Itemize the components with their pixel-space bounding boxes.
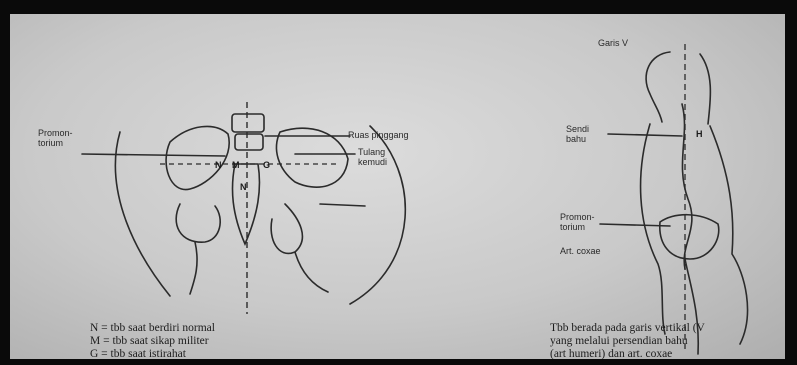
label-tulang-kemudi: Tulang kemudi [358, 147, 387, 167]
anatomy-illustration [10, 14, 785, 359]
body-back [710, 126, 748, 344]
caption-line-1: Tbb berada pada garis vertikal (V [550, 322, 705, 335]
caption-line-3: (art humeri) dan art. coxae [550, 348, 672, 359]
label-sendi-bahu: Sendi bahu [566, 124, 589, 144]
leader-femur [320, 204, 365, 206]
femur-left [190, 242, 197, 294]
caption-line-2: yang melalui persendian bahu [550, 335, 688, 348]
lumbar-vertebra [232, 114, 264, 132]
label-promontorium-right: Promon- torium [560, 212, 595, 232]
legend-g: G = tbb saat istirahat [90, 348, 186, 359]
head-profile [646, 52, 670, 122]
label-n: N [215, 160, 222, 170]
sacrum [232, 164, 259, 244]
body-front [641, 124, 665, 334]
pelvis-wing-right [276, 128, 348, 187]
label-promontorium-left: Promon- torium [38, 128, 73, 148]
legend-m: M = tbb saat sikap militer [90, 335, 209, 348]
femur-right [295, 252, 328, 292]
leader-promontorium [82, 154, 225, 156]
label-n-lower: N [240, 182, 247, 192]
label-h: H [696, 129, 703, 139]
ilium-lower-left [176, 204, 220, 242]
label-ruas-pinggang: Ruas pinggang [348, 130, 409, 140]
scanned-page: Promon- torium Ruas pinggang Tulang kemu… [10, 14, 785, 359]
leader-sendi-bahu [608, 134, 682, 136]
ilium-lower-right [271, 204, 302, 253]
legend-n: N = tbb saat berdiri normal [90, 322, 215, 335]
label-g: G [263, 160, 270, 170]
label-m: M [232, 160, 240, 170]
lumbar-vertebra-2 [235, 134, 263, 150]
spine [682, 104, 692, 269]
pelvis-left-outline [115, 132, 170, 296]
label-garis-vertikal: Garis V [598, 38, 628, 48]
pelvis-wing-left [166, 126, 229, 189]
back-profile [700, 54, 710, 124]
label-art-coxae: Art. coxae [560, 246, 601, 256]
